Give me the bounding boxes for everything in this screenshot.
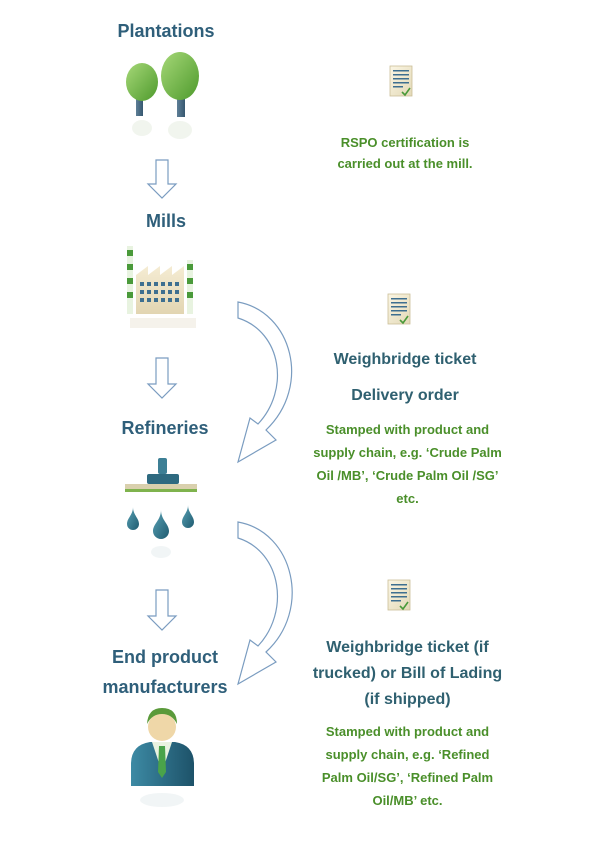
doc3-line: Palm Oil/SG’, ‘Refined Palm [321,770,494,785]
doc2-line: Stamped with product and [325,422,490,437]
doc2-line: etc. [396,491,419,506]
down-arrow-plantations-to-mills [146,159,178,199]
factory-icon [127,246,196,328]
stage-title-refineries: Refineries [121,418,209,438]
weighbridge-or-bill-of-lading-heading: Weighbridge ticket (if trucked) or Bill … [300,635,515,713]
document-icon [387,579,411,611]
delivery-order-heading: Delivery order [351,387,459,404]
curved-arrow-refineries-to-manufacturers [237,521,293,686]
tree-icon [126,52,199,139]
down-arrow-mills-to-refineries [146,357,178,399]
doc3-line: supply chain, e.g. ‘Refined [325,747,490,762]
stage-title-end-product: End product [112,647,218,667]
refined-palm-oil-stamp-note: Stamped with product and supply chain, e… [295,720,520,812]
weighbridge-ticket-heading: Weighbridge ticket [333,351,477,368]
stage-title-manufacturers: manufacturers [102,677,228,697]
doc2-line: supply chain, e.g. ‘Crude Palm [313,445,502,460]
refinery-icon [125,458,197,558]
document-icon [387,293,411,325]
doc1-line: carried out at the mill. [337,156,473,171]
curved-arrow-mills-to-refineries [237,301,293,464]
doc3-heading-line: (if shipped) [364,691,451,708]
down-arrow-refineries-to-manufacturers [146,589,178,631]
stage-title-mills: Mills [145,211,186,231]
doc1-line: RSPO certification is [340,135,470,150]
doc3-heading-line: trucked) or Bill of Lading [312,665,503,682]
doc3-heading-line: Weighbridge ticket (if [326,639,489,656]
crude-palm-oil-stamp-note: Stamped with product and supply chain, e… [295,418,520,510]
doc3-line: Oil/MB’ etc. [372,793,443,808]
stage-title-plantations: Plantations [117,21,215,41]
doc3-line: Stamped with product and [325,724,490,739]
document-icon [389,65,413,97]
doc2-line: Oil /MB’, ‘Crude Palm Oil /SG’ [316,468,499,483]
manufacturer-person-icon [131,708,194,807]
rspo-certification-note: RSPO certification is carried out at the… [300,132,510,174]
